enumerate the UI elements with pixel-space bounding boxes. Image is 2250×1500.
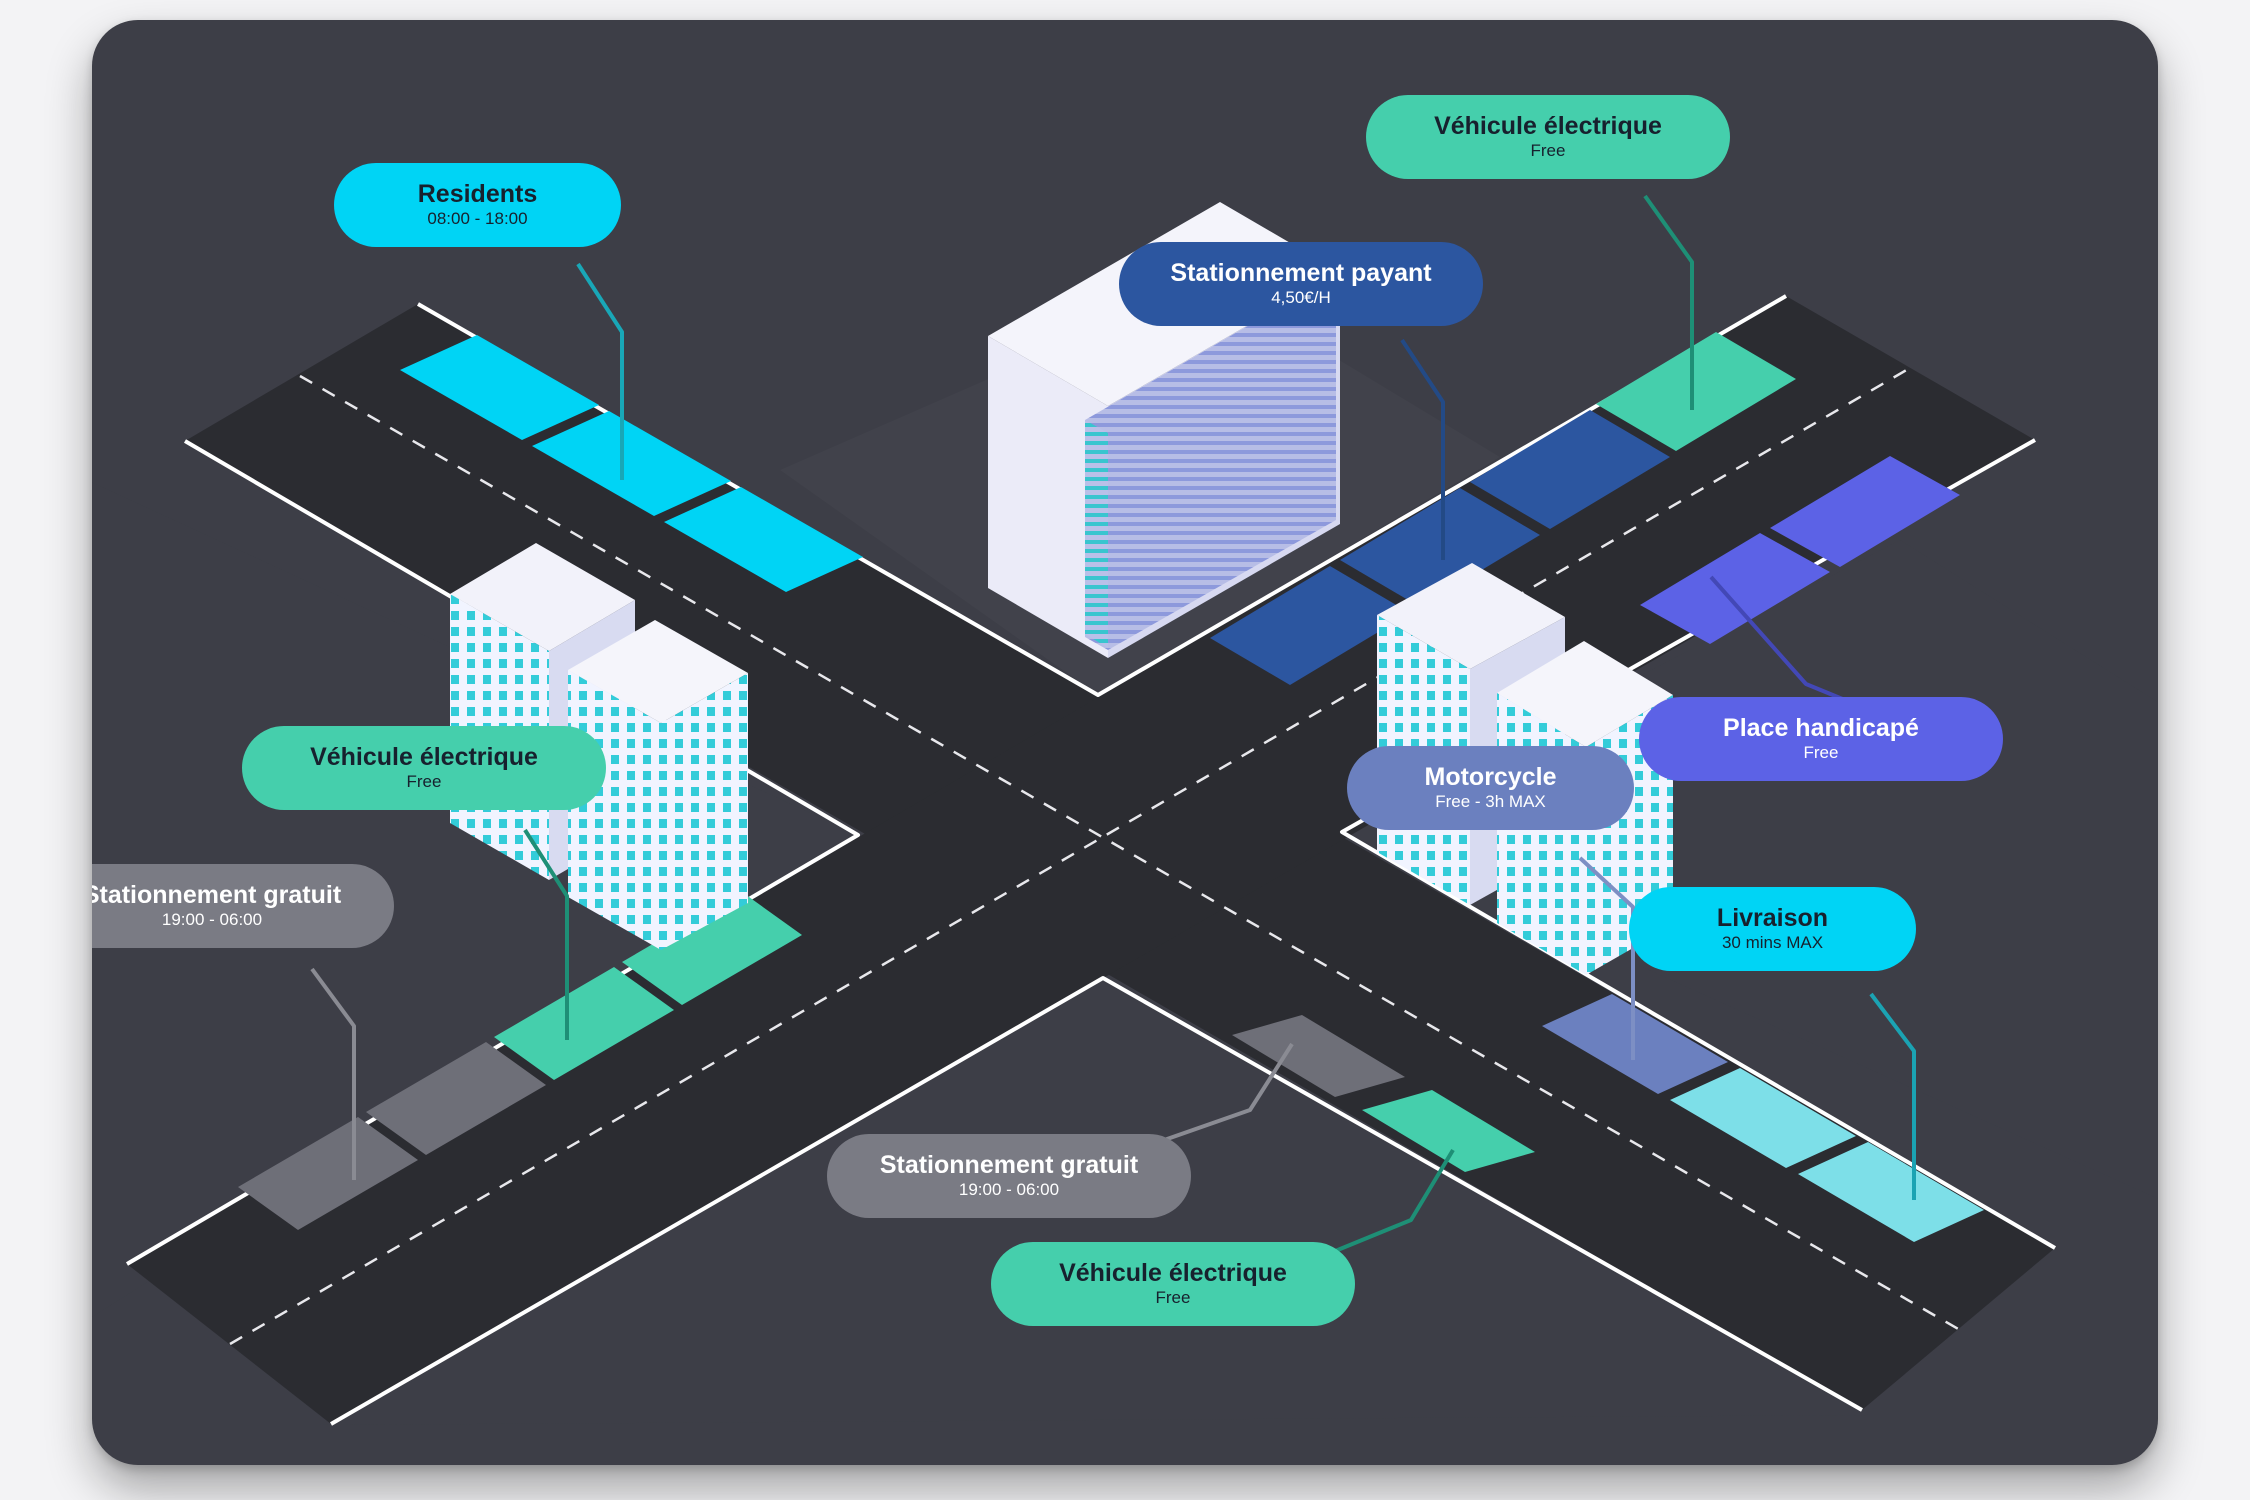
centerline-nw-se <box>299 374 1961 1332</box>
label-moto-sub: Free - 3h MAX <box>1435 791 1546 811</box>
parking-ev-left <box>494 892 802 1080</box>
label-residents-sub: 08:00 - 18:00 <box>427 208 528 228</box>
label-delivery-sub: 30 mins MAX <box>1721 932 1824 952</box>
spot-handicap-1 <box>1640 533 1830 644</box>
connector-free-bottom <box>1129 1042 1294 1154</box>
spot-paid-3 <box>1470 410 1670 529</box>
label-ev-bottom: Véhicule électrique Free <box>991 1242 1355 1326</box>
label-ev-top-title: Véhicule électrique <box>1434 111 1662 140</box>
label-connectors <box>310 194 1916 1267</box>
building-central-left <box>988 336 1108 658</box>
label-ev-left-sub: Free <box>406 771 442 791</box>
spot-resident-1 <box>400 335 599 440</box>
edge-bottom-corner <box>329 976 1863 1426</box>
block-left <box>92 482 858 1317</box>
label-residents-title: Residents <box>417 179 538 208</box>
label-layer: Residents 08:00 - 18:00 Véhicule électri… <box>92 20 2158 1465</box>
label-free-bottom: Stationnement gratuit 19:00 - 06:00 <box>827 1134 1191 1218</box>
connector-delivery <box>1869 992 1916 1200</box>
parking-handicap <box>1640 456 1960 644</box>
road-sw-ne <box>127 296 2035 1424</box>
spot-resident-3 <box>664 487 863 592</box>
centerline-sw-ne <box>229 366 1911 1346</box>
label-free-left-title: Stationnement gratuit <box>92 880 342 909</box>
tower-right-2-top <box>1497 641 1673 747</box>
label-paid-sub: 4,50€/H <box>1271 287 1331 307</box>
parking-paid <box>1210 410 1670 685</box>
label-residents: Residents 08:00 - 18:00 <box>334 163 621 247</box>
label-moto-title: Motorcycle <box>1424 762 1557 791</box>
parking-free-bottom <box>1232 1015 1535 1172</box>
spot-resident-2 <box>532 411 731 516</box>
label-free-bottom-sub: 19:00 - 06:00 <box>958 1179 1060 1199</box>
spot-ev-left-1 <box>494 967 674 1080</box>
parking-free-left <box>238 1042 546 1230</box>
connector-moto <box>1578 856 1635 1060</box>
connector-paid <box>1400 338 1445 560</box>
road-network <box>127 296 2055 1424</box>
label-delivery: Livraison 30 mins MAX <box>1629 887 1916 971</box>
label-ev-bottom-title: Véhicule électrique <box>1059 1258 1287 1287</box>
label-paid: Stationnement payant 4,50€/H <box>1119 242 1483 326</box>
tower-right-1-top <box>1377 563 1565 669</box>
connector-ev-top <box>1643 194 1694 410</box>
tower-left-2-right <box>661 673 748 950</box>
spot-ev-bottom <box>1362 1090 1535 1172</box>
tower-left-2-top <box>568 620 748 723</box>
spot-free-bottom <box>1232 1015 1405 1097</box>
spot-handicap-2 <box>1770 456 1960 567</box>
parking-residents <box>400 335 863 592</box>
label-handicap-title: Place handicapé <box>1723 713 1919 742</box>
spot-paid-2 <box>1340 488 1540 607</box>
parking-ev-top <box>1596 332 1796 451</box>
building-central-stripes <box>1085 275 1336 650</box>
spot-paid-1 <box>1210 566 1410 685</box>
edge-left-top <box>125 439 860 1266</box>
label-free-left: Stationnement gratuit 19:00 - 06:00 <box>92 864 394 948</box>
label-ev-top: Véhicule électrique Free <box>1366 95 1730 179</box>
label-moto: Motorcycle Free - 3h MAX <box>1347 746 1634 830</box>
label-handicap-sub: Free <box>1803 742 1839 762</box>
label-ev-top-sub: Free <box>1530 140 1566 160</box>
label-ev-bottom-sub: Free <box>1155 1287 1191 1307</box>
connector-ev-left <box>523 828 569 1040</box>
center-lines <box>229 366 1961 1346</box>
label-paid-title: Stationnement payant <box>1170 258 1432 287</box>
label-delivery-title: Livraison <box>1716 903 1829 932</box>
map-card: Residents 08:00 - 18:00 Véhicule électri… <box>92 20 2158 1465</box>
spot-delivery-1 <box>1670 1068 1856 1168</box>
spot-ev-left-2 <box>622 892 802 1005</box>
connector-residents <box>576 262 624 480</box>
spot-ev-top <box>1596 332 1796 451</box>
label-free-bottom-title: Stationnement gratuit <box>879 1150 1139 1179</box>
tower-left-1-top <box>450 543 635 651</box>
label-ev-left: Véhicule électrique Free <box>242 726 606 810</box>
connector-free-left <box>310 967 356 1180</box>
building-central-stripes-cyan <box>1085 420 1108 648</box>
label-ev-left-title: Véhicule électrique <box>310 742 538 771</box>
spot-free-left-2 <box>366 1042 546 1155</box>
label-free-left-sub: 19:00 - 06:00 <box>161 909 263 929</box>
spot-free-left-1 <box>238 1117 418 1230</box>
spot-delivery-2 <box>1798 1142 1984 1242</box>
label-handicap: Place handicapé Free <box>1639 697 2003 781</box>
